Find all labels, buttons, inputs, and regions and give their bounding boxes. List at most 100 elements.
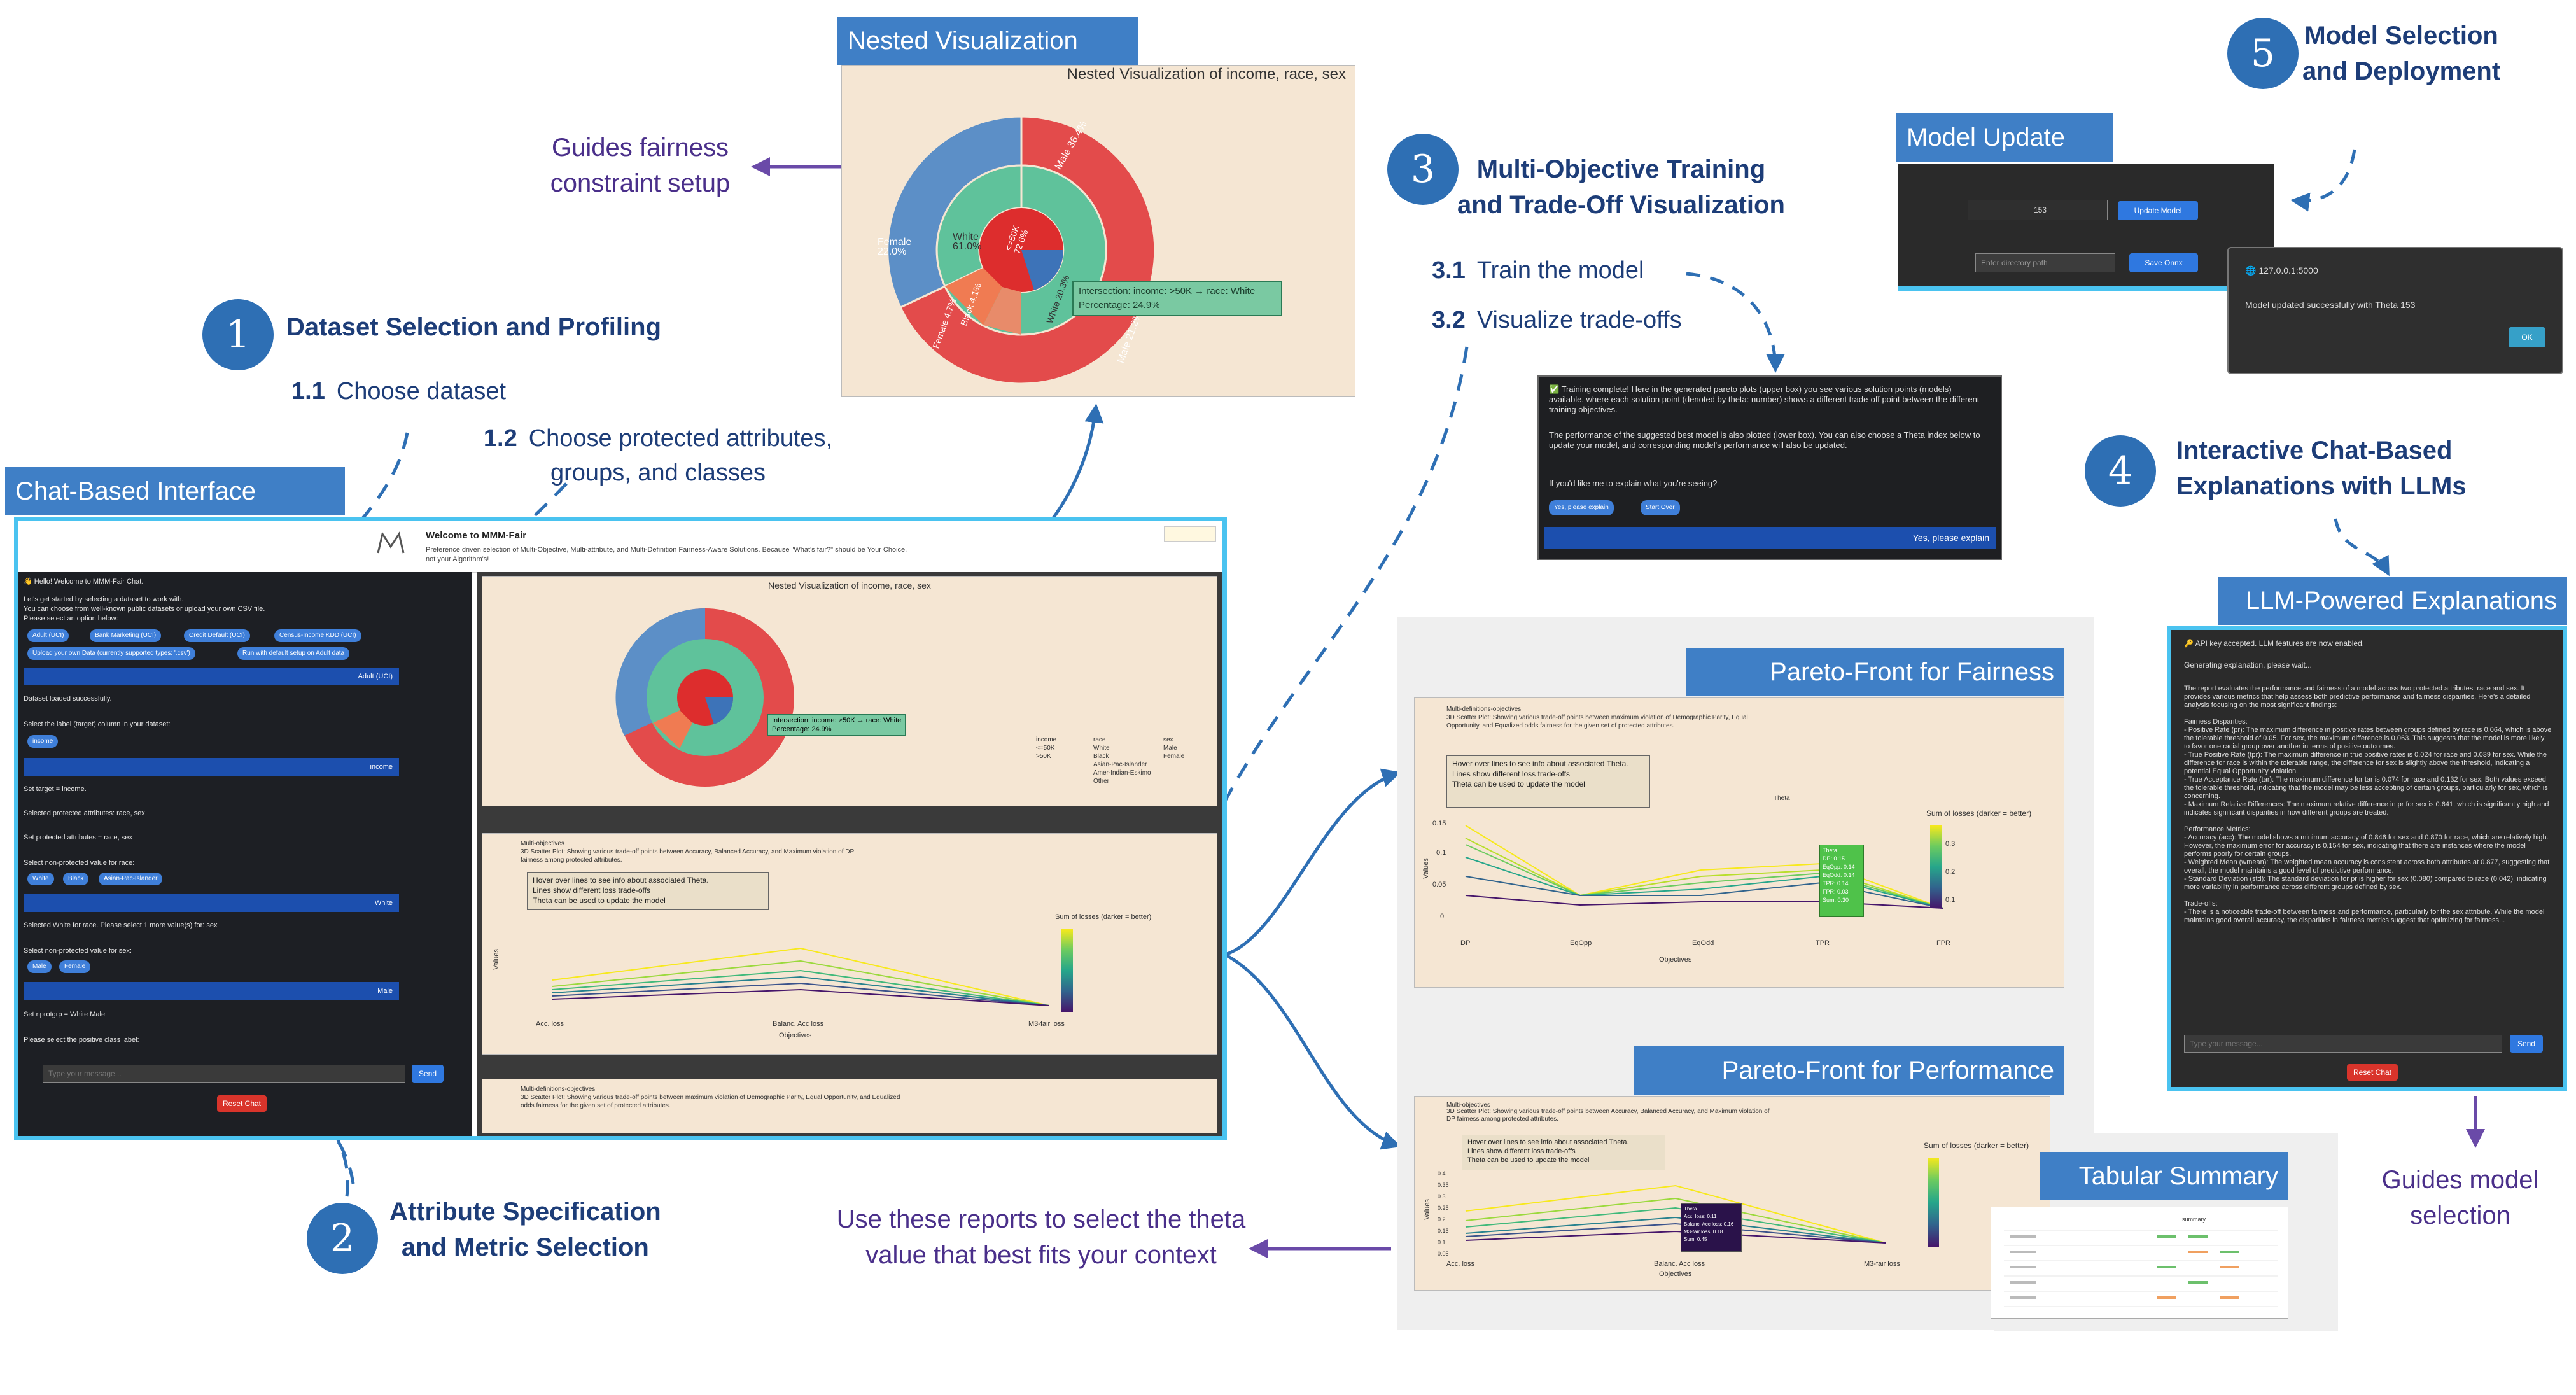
arrow-chat-to-fairness bbox=[1224, 768, 1401, 957]
fairness-guidance-note: Guides fairness constraint setup bbox=[526, 130, 755, 201]
chat-definitions-panel: Multi-definitions-objectives 3D Scatter … bbox=[482, 1079, 1217, 1133]
step-4-title: Interactive Chat-Based Explanations with… bbox=[2176, 433, 2467, 504]
step-4-title-1: Interactive Chat-Based bbox=[2176, 437, 2453, 465]
pf-tt-6: Sum: 0.30 bbox=[1823, 897, 1849, 903]
pf-parallel-lines bbox=[1465, 825, 1943, 909]
pf-tt-4: TPR: 0.14 bbox=[1823, 880, 1849, 887]
chat-obj-tick-1: Acc. loss bbox=[536, 1020, 564, 1028]
substep-1-1-text: Choose dataset bbox=[336, 378, 507, 405]
legend-race-title: race bbox=[1093, 736, 1106, 743]
default-run-chip[interactable]: Run with default setup on Adult data bbox=[237, 647, 350, 660]
legend-race-3: Asian-Pac-Islander bbox=[1093, 761, 1147, 768]
pf-tt-1: DP: 0.15 bbox=[1823, 855, 1845, 862]
save-onnx-button[interactable]: Save Onnx bbox=[2129, 253, 2198, 272]
substep-1-1-num: 1.1 bbox=[291, 378, 325, 405]
pf-tt-2: EqOpp: 0.14 bbox=[1823, 864, 1855, 870]
arrow-step4-to-llm bbox=[2334, 518, 2390, 577]
llm-tag: LLM-Powered Explanations bbox=[2218, 577, 2567, 625]
chat-msg-start: Let's get started by selecting a dataset… bbox=[24, 596, 184, 603]
pp-tt-4: Sum: 0.45 bbox=[1684, 1237, 1707, 1242]
globe-icon: 🌐 bbox=[2245, 265, 2259, 276]
pf-ylabel: Values bbox=[1422, 858, 1430, 879]
pp-xlabel: Objectives bbox=[1659, 1270, 1692, 1278]
pf-hover-3: Theta can be used to update the model bbox=[1452, 780, 1585, 789]
dialog-host-text: 127.0.0.1:5000 bbox=[2258, 265, 2318, 276]
reports-guidance-note: Use these reports to select the theta va… bbox=[825, 1202, 1257, 1273]
tabular-summary-tag: Tabular Summary bbox=[2040, 1152, 2288, 1200]
legend-income-title: income bbox=[1036, 736, 1057, 743]
dataset-chip-adult[interactable]: Adult (UCI) bbox=[27, 629, 69, 642]
dialog-ok-button[interactable]: OK bbox=[2509, 327, 2545, 347]
chat-msg-target: Set target = income. bbox=[24, 785, 87, 793]
start-over-button[interactable]: Start Over bbox=[1641, 500, 1680, 515]
sunburst-tooltip: Intersection: income: >50K → race: White… bbox=[1072, 281, 1282, 316]
dataset-chip-census[interactable]: Census-Income KDD (UCI) bbox=[274, 629, 361, 642]
llm-key-accepted: 🔑 API key accepted. LLM features are now… bbox=[2184, 639, 2365, 648]
chat-send-button[interactable]: Send bbox=[412, 1065, 444, 1083]
sex-chip-female[interactable]: Female bbox=[59, 960, 91, 973]
chat-obj-desc: 3D Scatter Plot: Showing various trade-o… bbox=[521, 848, 854, 864]
sunburst-chart bbox=[886, 115, 1156, 385]
chat-obj-title: Multi-objectives bbox=[521, 840, 564, 847]
legend-race-4: Amer-Indian-Eskimo bbox=[1093, 769, 1151, 776]
model-selection-note: Guides model selection bbox=[2352, 1162, 2568, 1233]
dataset-chip-credit[interactable]: Credit Default (UCI) bbox=[184, 629, 250, 642]
race-chip-white[interactable]: White bbox=[27, 873, 54, 885]
theta-input[interactable]: 153 bbox=[1968, 200, 2108, 220]
pareto-fairness-panel: Multi-definitions-objectives 3D Scatter … bbox=[1414, 698, 2064, 988]
pp-hover-box: Hover over lines to see info about assoc… bbox=[1462, 1135, 1665, 1170]
pp-hover-2: Lines show different loss trade-offs bbox=[1467, 1147, 1576, 1155]
chat-obj-xlabel: Objectives bbox=[779, 1032, 812, 1039]
pp-tt-2: Balanc. Acc loss: 0.16 bbox=[1684, 1221, 1734, 1227]
directory-input[interactable]: Enter directory path bbox=[1975, 253, 2115, 272]
pp-hover-1: Hover over lines to see info about assoc… bbox=[1467, 1139, 1629, 1146]
legend-race-5: Other bbox=[1093, 778, 1110, 785]
tabular-grid bbox=[2004, 1230, 2278, 1307]
chat-msg-choose: You can choose from well-known public da… bbox=[24, 605, 265, 613]
pp-cbar-title: Sum of losses (darker = better) bbox=[1924, 1141, 2029, 1150]
arrow-visualize-trade-offs bbox=[1187, 346, 1469, 879]
chat-hover-3: Theta can be used to update the model bbox=[533, 896, 666, 905]
sex-chip-male[interactable]: Male bbox=[27, 960, 52, 973]
step-1-badge: 1 bbox=[202, 299, 274, 370]
theme-toggle[interactable] bbox=[1164, 526, 1216, 542]
pp-yticks: 0.4 0.35 0.3 0.25 0.2 0.15 0.1 0.05 bbox=[1438, 1168, 1449, 1259]
llm-message-input[interactable] bbox=[2184, 1035, 2502, 1053]
chat-objectives-panel: Multi-objectives 3D Scatter Plot: Showin… bbox=[482, 833, 1217, 1055]
chat-obj-ylabel: Values bbox=[492, 949, 500, 970]
llm-generating: Generating explanation, please wait... bbox=[2184, 661, 2312, 669]
pf-cbar-tick-0: 0.3 bbox=[1945, 840, 1956, 848]
race-chip-asian[interactable]: Asian-Pac-Islander bbox=[99, 873, 163, 885]
update-model-button[interactable]: Update Model bbox=[2118, 201, 2198, 220]
pp-hover-3: Theta can be used to update the model bbox=[1467, 1156, 1590, 1164]
substep-3-2-num: 3.2 bbox=[1432, 307, 1466, 333]
chat-objectives-lines bbox=[552, 947, 1049, 1006]
pf-xlabel: Objectives bbox=[1659, 956, 1692, 964]
pp-tooltip: Theta Acc. loss: 0.11 Balanc. Acc loss: … bbox=[1681, 1203, 1742, 1252]
chat-welcome-subtitle: Preference driven selection of Multi-Obj… bbox=[426, 546, 907, 563]
chat-reset-button[interactable]: Reset Chat bbox=[217, 1095, 267, 1112]
step-5-title-2: and Deployment bbox=[2302, 57, 2501, 85]
pp-ytick-1: 0.35 bbox=[1438, 1182, 1449, 1188]
pp-title: Multi-objectives bbox=[1446, 1102, 1490, 1109]
chat-msg-loaded: Dataset loaded successfully. bbox=[24, 695, 112, 703]
step-3-title: Multi-Objective Training and Trade-Off V… bbox=[1457, 151, 1785, 223]
upload-data-chip[interactable]: Upload your own Data (currently supporte… bbox=[27, 647, 195, 660]
chat-bar-male: Male bbox=[24, 982, 399, 1000]
substep-3-2-text: Visualize trade-offs bbox=[1476, 307, 1682, 333]
llm-reset-button[interactable]: Reset Chat bbox=[2347, 1064, 2398, 1081]
substep-1-2-text-1: Choose protected attributes, bbox=[528, 425, 833, 452]
chat-msg-nprotgrp: Set nprotgrp = White Male bbox=[24, 1011, 106, 1018]
tooltip-line-2: Percentage: 24.9% bbox=[1079, 300, 1160, 311]
step-3-badge: 3 bbox=[1387, 134, 1459, 205]
legend-sex: sex Male Female bbox=[1163, 736, 1184, 761]
label-chip-income[interactable]: income bbox=[27, 735, 59, 748]
llm-send-button[interactable]: Send bbox=[2510, 1035, 2543, 1053]
explain-button[interactable]: Yes, please explain bbox=[1549, 500, 1614, 515]
chat-message-input[interactable] bbox=[43, 1065, 405, 1083]
dialog-host: 🌐 127.0.0.1:5000 bbox=[2245, 266, 2318, 276]
chat-msg-label: Select the label (target) column in your… bbox=[24, 720, 171, 728]
pp-ytick-7: 0.05 bbox=[1438, 1251, 1449, 1257]
dataset-chip-bank[interactable]: Bank Marketing (UCI) bbox=[90, 629, 162, 642]
race-chip-black[interactable]: Black bbox=[63, 873, 89, 885]
